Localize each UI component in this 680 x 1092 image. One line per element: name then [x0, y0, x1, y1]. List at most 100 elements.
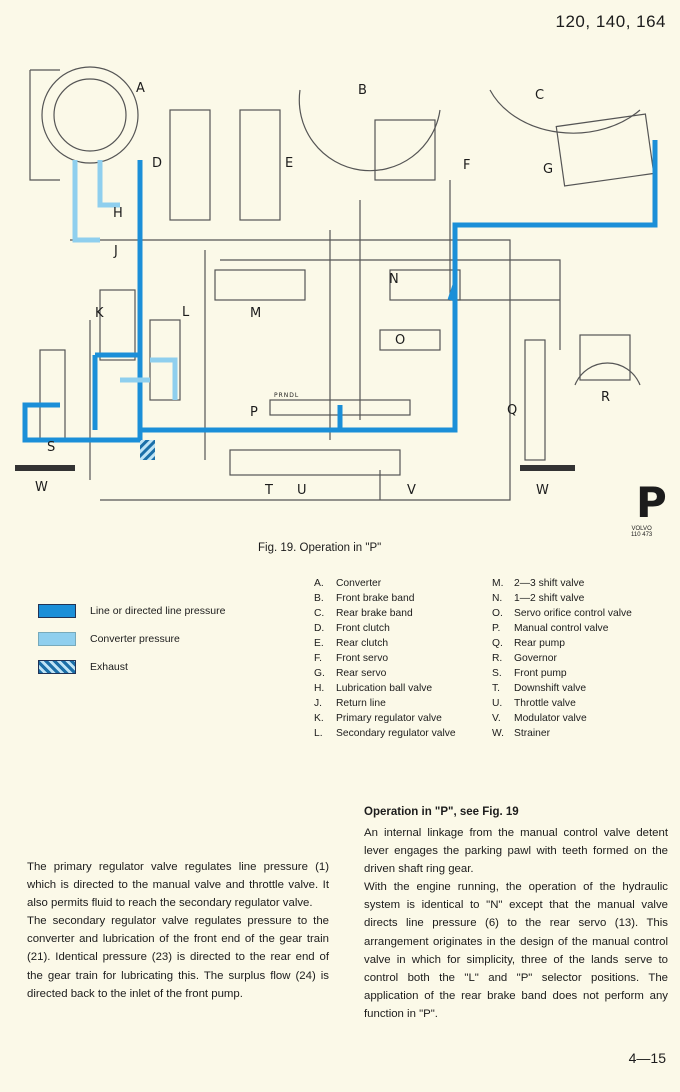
label-a: A: [136, 81, 145, 96]
label-e: E: [285, 156, 293, 171]
key-letter: E.: [314, 638, 324, 649]
key-name: Front pump: [514, 668, 567, 679]
key-item: H.Lubrication ball valve: [314, 681, 484, 696]
key-name: Converter: [336, 578, 382, 589]
label-v: V: [407, 483, 416, 498]
key-item: V. Modulator valve: [492, 711, 672, 726]
label-l: L: [182, 305, 190, 320]
paragraph: With the engine running, the operation o…: [364, 881, 668, 1020]
key-letter: G.: [314, 668, 325, 679]
key-letter: R.: [492, 653, 503, 664]
key-item: B. Front brake band: [314, 591, 484, 606]
component-labels: A B C D E F G H J K L M N O P Q R S T U …: [35, 81, 610, 498]
page-header-models: 120, 140, 164: [555, 12, 666, 31]
key-item: F. Front servo: [314, 651, 484, 666]
key-name: Primary regulator valve: [336, 713, 442, 724]
component-outlines: [29, 66, 655, 501]
strainers: [15, 465, 575, 471]
right-column-text: Operation in "P", see Fig. 19 An interna…: [364, 804, 668, 1023]
key-letter: L.: [314, 728, 323, 739]
label-k: K: [95, 306, 104, 321]
key-item: C. Rear brake band: [314, 606, 484, 621]
volvo-ref: VOLVO 110 473: [631, 526, 652, 538]
label-f: F: [463, 158, 470, 173]
key-item: L. Secondary regulator valve: [314, 726, 484, 741]
key-letter: M.: [492, 578, 504, 589]
label-q: Q: [507, 403, 517, 418]
key-letter: U.: [492, 698, 503, 709]
label-j: J: [113, 244, 118, 259]
key-letter: K.: [314, 713, 324, 724]
key-item: D. Front clutch: [314, 621, 484, 636]
key-name: Strainer: [514, 728, 551, 739]
label-n: N: [389, 272, 399, 287]
legend-item-line-pressure: Line or directed line pressure: [38, 604, 225, 618]
key-name: Modulator valve: [514, 713, 587, 724]
key-item: N. 1—2 shift valve: [492, 591, 672, 606]
key-letter: F.: [314, 653, 323, 664]
label-c: C: [535, 88, 544, 103]
swatch-converter-pressure: [38, 632, 76, 646]
legend-label: Converter pressure: [90, 633, 180, 645]
converter-pressure-paths: [72, 160, 178, 400]
gear-position-mark: P: [636, 478, 667, 527]
label-s: S: [47, 440, 55, 455]
key-item: P. Manual control valve: [492, 621, 672, 636]
key-letter: J.: [314, 698, 323, 709]
key-name: Rear brake band: [336, 608, 413, 619]
key-name: Front brake band: [336, 593, 415, 604]
key-item: K. Primary regulator valve: [314, 711, 484, 726]
key-item: S. Front pump: [492, 666, 672, 681]
hydraulic-diagram: A B C D E F G H J K L M N O P Q R S T U …: [15, 66, 658, 501]
paragraph: The primary regulator valve regulates li…: [27, 861, 329, 910]
key-name: Downshift valve: [514, 683, 587, 694]
line-pressure-paths: [22, 140, 658, 443]
legend-label: Line or directed line pressure: [90, 605, 226, 617]
selector-marks: PRNDL: [274, 392, 299, 399]
key-name: Governor: [514, 653, 557, 664]
label-u: U: [297, 483, 307, 498]
key-letter: N.: [492, 593, 503, 604]
legend-item-converter-pressure: Converter pressure: [38, 632, 180, 646]
key-letter: D.: [314, 623, 325, 634]
label-w-right: W: [536, 483, 549, 498]
key-name: Throttle valve: [514, 698, 576, 709]
label-g: G: [543, 162, 553, 177]
key-name: Rear pump: [514, 638, 565, 649]
key-item: W.Strainer: [492, 726, 672, 741]
key-letter: O.: [492, 608, 503, 619]
key-item: J.Return line: [314, 696, 484, 711]
paragraph: The secondary regulator valve regulates …: [27, 915, 329, 1000]
label-t: T: [264, 483, 273, 498]
key-item: A.Converter: [314, 576, 484, 591]
key-name: Manual control valve: [514, 623, 609, 634]
key-letter: C.: [314, 608, 325, 619]
key-item: G. Rear servo: [314, 666, 484, 681]
key-letter: Q.: [492, 638, 503, 649]
key-name: 1—2 shift valve: [514, 593, 585, 604]
swatch-line-pressure: [38, 604, 76, 618]
key-letter: P.: [492, 623, 501, 634]
key-letter: B.: [314, 593, 324, 604]
key-name: Front clutch: [336, 623, 390, 634]
key-name: Rear servo: [336, 668, 387, 679]
section-title: Operation in "P", see Fig. 19: [364, 806, 519, 818]
key-letter: V.: [492, 713, 501, 724]
key-item: R. Governor: [492, 651, 672, 666]
key-item: U. Throttle valve: [492, 696, 672, 711]
key-name: Rear clutch: [336, 638, 389, 649]
label-d: D: [152, 156, 162, 171]
key-letter: S.: [492, 668, 502, 679]
legend-item-exhaust: Exhaust: [38, 660, 128, 674]
label-m: M: [250, 306, 261, 321]
key-item: T.Downshift valve: [492, 681, 672, 696]
label-p: P: [250, 405, 258, 420]
key-name: Servo orifice control valve: [514, 608, 632, 619]
key-name: Secondary regulator valve: [336, 728, 456, 739]
label-r: R: [601, 390, 610, 405]
key-item: E. Rear clutch: [314, 636, 484, 651]
swatch-exhaust: [38, 660, 76, 674]
key-name: Front servo: [336, 653, 389, 664]
